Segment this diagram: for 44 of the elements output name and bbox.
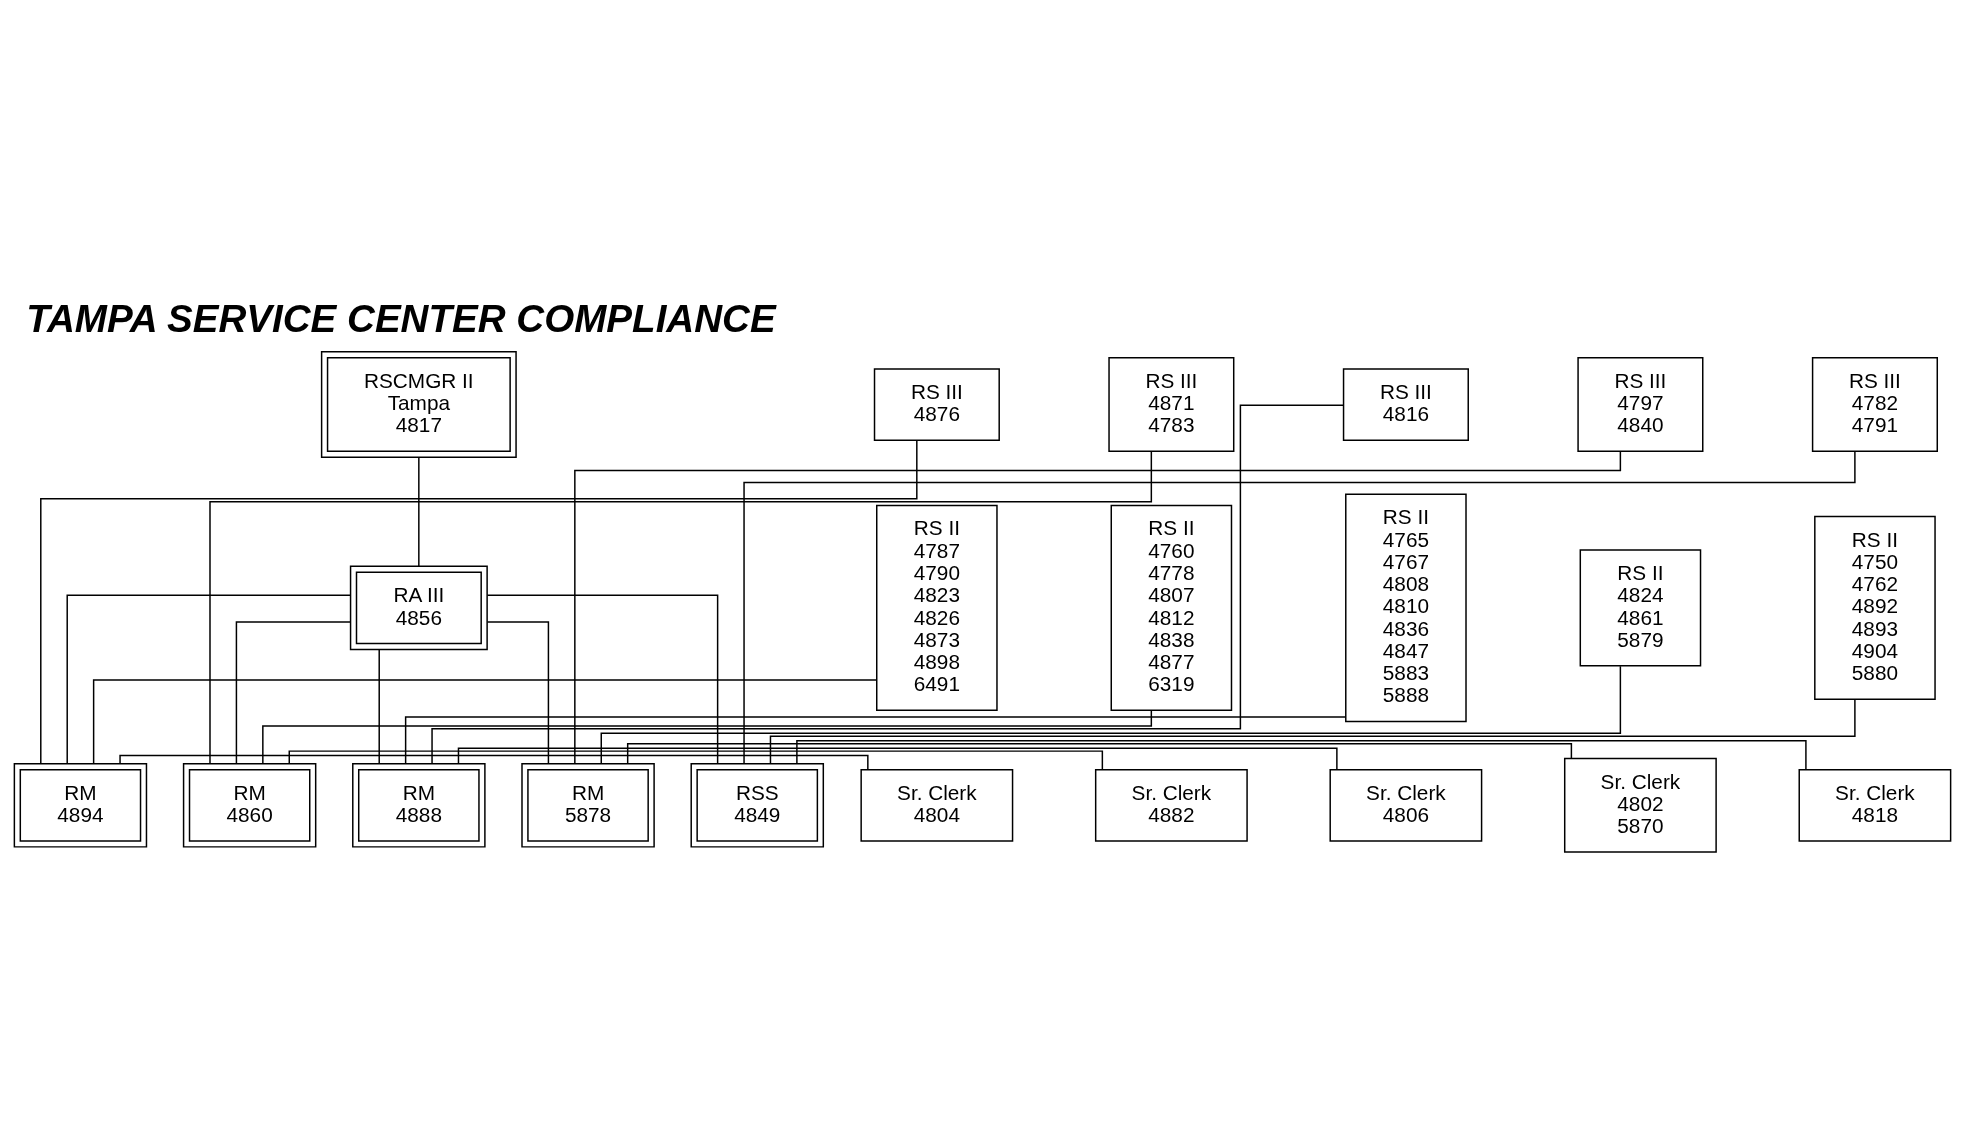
connector — [40, 438, 918, 764]
connector — [288, 749, 1104, 770]
node-box: Sr. Clerk 4882 — [1094, 768, 1248, 842]
connector — [574, 450, 1622, 764]
connector — [626, 742, 1573, 764]
node-box: RM 4894 — [13, 762, 148, 848]
node-box: RS III 4797 4840 — [1577, 356, 1704, 452]
connector — [431, 404, 1345, 764]
connector — [486, 594, 719, 764]
connector — [404, 715, 1347, 764]
node-box: RM 4888 — [352, 762, 486, 848]
node-box: RSCMGR II Tampa 4817 — [320, 350, 517, 458]
node-box: RS II 4750 4762 4892 4893 4904 5880 — [1814, 515, 1936, 700]
connector — [235, 620, 352, 764]
connector — [743, 450, 1856, 764]
connector — [457, 746, 1338, 770]
connector — [486, 620, 550, 764]
node-box: RS III 4782 4791 — [1811, 356, 1938, 452]
connector — [378, 648, 380, 764]
connector — [418, 456, 420, 567]
connector — [119, 754, 869, 770]
connector — [262, 709, 1153, 764]
node-box: RS II 4787 4790 4823 4826 4873 4898 6491 — [876, 504, 998, 711]
diagram-title: TAMPA SERVICE CENTER COMPLIANCE — [26, 296, 776, 340]
node-box: Sr. Clerk 4804 — [860, 768, 1014, 842]
connector — [66, 594, 351, 764]
node-box: RS III 4871 4783 — [1108, 356, 1235, 452]
connector — [600, 664, 1622, 764]
connector — [209, 450, 1153, 764]
node-box: RS III 4876 — [873, 367, 1000, 441]
node-box: RSS 4849 — [690, 762, 825, 848]
node-box: RM 4860 — [182, 762, 317, 848]
connector — [92, 678, 877, 764]
node-box: RS II 4765 4767 4808 4810 4836 4847 5883 5888 — [1345, 493, 1467, 722]
node-box: RA III 4856 — [349, 565, 488, 650]
connector — [769, 698, 1856, 764]
node-box: Sr. Clerk 4802 5870 — [1563, 757, 1717, 853]
node-box: RS II 4824 4861 5879 — [1579, 548, 1702, 666]
node-box: RS III 4816 — [1342, 367, 1469, 441]
node-box: RM 5878 — [521, 762, 655, 848]
node-box: RS II 4760 4778 4807 4812 4838 4877 6319 — [1110, 504, 1233, 711]
node-box: Sr. Clerk 4806 — [1329, 768, 1483, 842]
node-box: Sr. Clerk 4818 — [1798, 768, 1952, 842]
connector — [796, 739, 1807, 770]
